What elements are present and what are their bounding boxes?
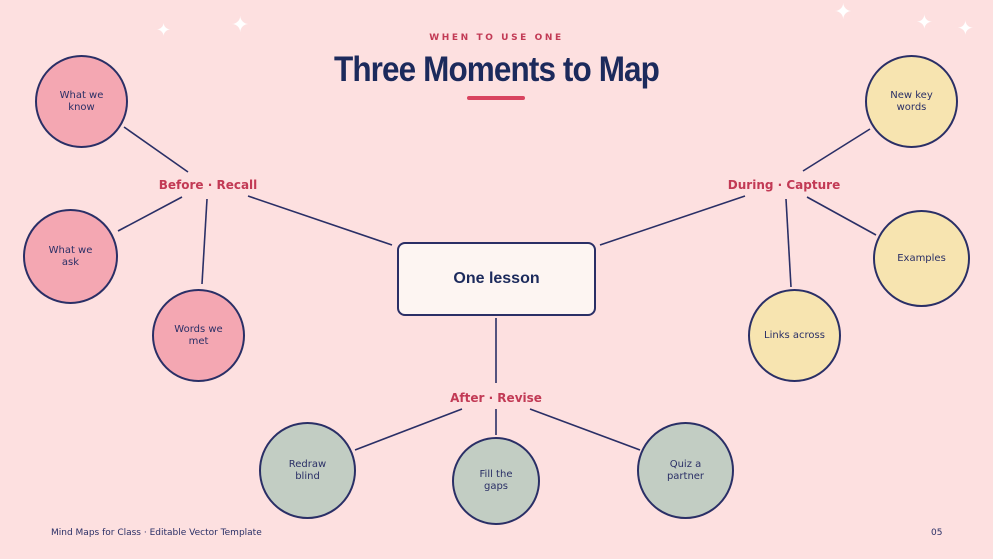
footer-caption: Mind Maps for Class · Editable Vector Te…	[51, 528, 262, 538]
eyebrow-label: WHEN TO USE ONE	[429, 33, 564, 43]
branch-label-after: After · Revise	[450, 391, 542, 405]
node-label: Fill the gaps	[479, 469, 513, 492]
node-quiz-a-partner: Quiz a partner	[637, 422, 734, 519]
node-words-we-met: Words we met	[152, 289, 245, 382]
node-label: Quiz a partner	[666, 458, 705, 482]
branch-label-before: Before · Recall	[158, 178, 258, 192]
connector-line	[802, 128, 871, 172]
node-label: What we ask	[48, 244, 93, 268]
node-links-across: Links across	[748, 289, 841, 382]
title-underline	[467, 96, 525, 100]
branch-label-during: During · Capture	[727, 178, 841, 192]
node-label: Redraw blind	[288, 458, 327, 482]
connector-line	[354, 408, 463, 451]
node-label: What we know	[59, 89, 104, 113]
node-label: New key words	[890, 89, 933, 113]
node-label: Words we met	[174, 323, 223, 347]
sparkle-icon: ✦	[231, 13, 250, 38]
sparkle-icon: ✦	[957, 16, 974, 40]
sparkle-icon: ✦	[834, 0, 853, 25]
connector-line	[117, 196, 183, 232]
sparkle-icon: ✦	[156, 20, 172, 41]
node-what-we-know: What we know	[35, 55, 128, 148]
connector-line	[123, 126, 189, 173]
connector-line	[529, 408, 641, 451]
page-number: 05	[931, 528, 943, 538]
node-new-key-words: New key words	[865, 55, 958, 148]
center-node: One lesson	[397, 242, 596, 316]
connector-line	[247, 195, 393, 246]
connector-line	[785, 198, 792, 288]
node-examples: Examples	[873, 210, 970, 307]
node-label: Examples	[897, 252, 946, 264]
sparkle-icon: ✦	[916, 10, 933, 34]
connector-line	[201, 198, 208, 285]
node-redraw-blind: Redraw blind	[259, 422, 356, 519]
connector-line	[806, 196, 877, 236]
node-what-we-ask: What we ask	[23, 209, 118, 304]
node-fill-the-gaps: Fill the gaps	[452, 437, 540, 525]
node-label: Links across	[764, 329, 825, 341]
center-node-label: One lesson	[453, 270, 540, 287]
page-title: Three Moments to Map	[333, 50, 660, 89]
connector-line	[599, 195, 746, 246]
